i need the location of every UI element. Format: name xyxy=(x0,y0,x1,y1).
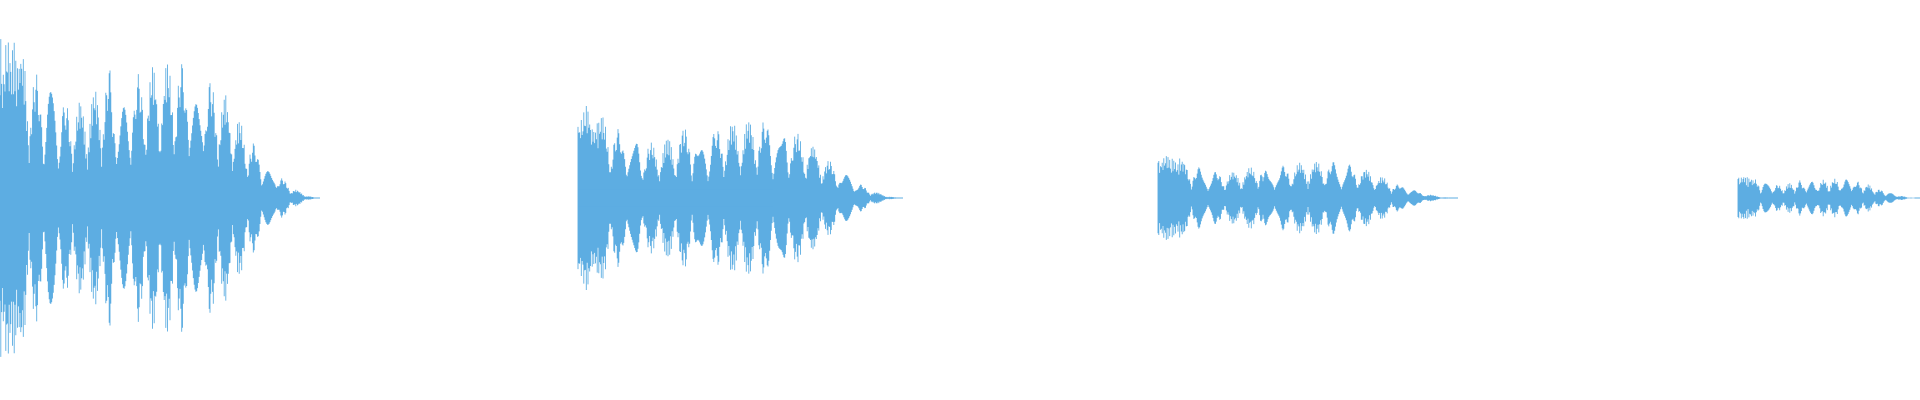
waveform-center-band-1 xyxy=(0,184,192,212)
waveform-center-band-4 xyxy=(1738,196,1847,200)
waveform-center-band-3 xyxy=(1158,194,1338,202)
waveform-center-band-2 xyxy=(578,190,773,206)
